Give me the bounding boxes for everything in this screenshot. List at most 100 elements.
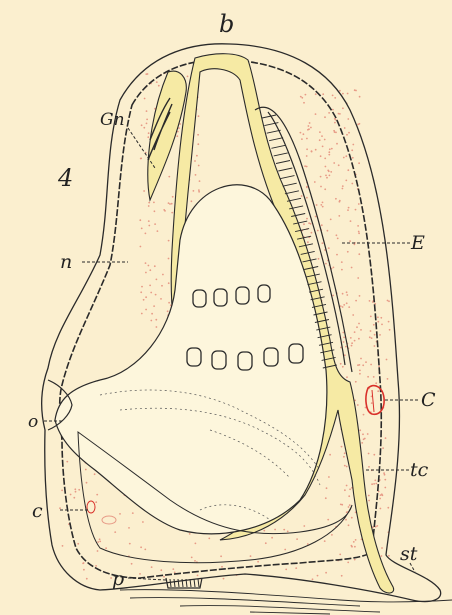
stipple-dot: [168, 258, 170, 260]
stipple-dot: [82, 563, 84, 565]
stipple-dot: [346, 294, 348, 296]
stipple-dot: [143, 127, 145, 129]
stipple-dot: [368, 495, 370, 497]
stipple-dot: [339, 200, 341, 202]
stipple-dot: [145, 272, 147, 274]
stipple-dot: [301, 97, 303, 99]
stipple-dot: [352, 157, 354, 159]
stipple-dot: [146, 119, 148, 121]
stipple-dot: [387, 507, 389, 509]
stipple-dot: [347, 209, 349, 211]
panel-number-label: 4: [57, 164, 73, 192]
stipple-dot: [148, 202, 150, 204]
stipple-dot: [142, 521, 144, 523]
stipple-dot: [149, 269, 151, 271]
stipple-dot: [345, 155, 347, 157]
stipple-dot: [357, 277, 359, 279]
stipple-dot: [148, 225, 150, 227]
stipple-dot: [325, 263, 327, 265]
stipple-dot: [307, 543, 309, 545]
stipple-dot: [374, 479, 376, 481]
stipple-dot: [303, 525, 305, 527]
stipple-dot: [320, 204, 322, 206]
stipple-dot: [348, 506, 350, 508]
stipple-dot: [347, 118, 349, 120]
stipple-dot: [158, 85, 160, 87]
stipple-dot: [318, 258, 320, 260]
stipple-dot: [143, 299, 145, 301]
stipple-dot: [389, 329, 391, 331]
stipple-dot: [70, 494, 72, 496]
stipple-dot: [354, 559, 356, 561]
stipple-dot: [347, 93, 349, 95]
stipple-dot: [358, 253, 360, 255]
stipple-dot: [377, 321, 379, 323]
stipple-dot: [326, 487, 328, 489]
stipple-dot: [317, 575, 319, 577]
stipple-dot: [324, 158, 326, 160]
stipple-dot: [373, 376, 375, 378]
stipple-dot: [357, 404, 359, 406]
stipple-dot: [326, 177, 328, 179]
stipple-dot: [195, 174, 197, 176]
stipple-dot: [346, 511, 348, 513]
stipple-dot: [347, 562, 349, 564]
stipple-dot: [303, 102, 305, 104]
stipple-dot: [306, 138, 308, 140]
stipple-dot: [198, 115, 200, 117]
stipple-dot: [380, 317, 382, 319]
label-C: C: [421, 389, 436, 411]
stipple-dot: [329, 175, 331, 177]
stipple-dot: [345, 346, 347, 348]
stipple-dot: [351, 345, 353, 347]
stipple-dot: [344, 127, 346, 129]
stipple-dot: [346, 302, 348, 304]
stipple-dot: [363, 438, 365, 440]
stipple-dot: [330, 171, 332, 173]
stipple-dot: [371, 337, 373, 339]
stipple-dot: [168, 176, 170, 178]
stipple-dot: [382, 447, 384, 449]
stipple-dot: [374, 303, 376, 305]
stipple-dot: [284, 549, 286, 551]
stipple-dot: [384, 487, 386, 489]
stipple-dot: [319, 139, 321, 141]
stipple-dot: [189, 533, 191, 535]
stipple-dot: [169, 203, 171, 205]
stipple-dot: [105, 547, 107, 549]
stipple-dot: [355, 300, 357, 302]
stipple-dot: [140, 291, 142, 293]
stipple-dot: [78, 489, 80, 491]
stipple-dot: [341, 446, 343, 448]
stipple-dot: [342, 366, 344, 368]
stipple-dot: [342, 293, 344, 295]
stipple-dot: [114, 531, 116, 533]
stipple-dot: [342, 93, 344, 95]
stipple-dot: [306, 197, 308, 199]
stipple-dot: [85, 469, 87, 471]
stipple-dot: [384, 479, 386, 481]
stipple-dot: [257, 561, 259, 563]
stipple-dot: [311, 232, 313, 234]
stipple-dot: [360, 329, 362, 331]
stipple-dot: [308, 125, 310, 127]
stipple-dot: [378, 366, 380, 368]
stipple-dot: [141, 313, 143, 315]
stipple-dot: [172, 196, 174, 198]
stipple-dot: [197, 134, 199, 136]
stipple-dot: [66, 461, 68, 463]
stipple-dot: [336, 143, 338, 145]
stipple-dot: [195, 543, 197, 545]
stipple-dot: [221, 566, 223, 568]
stipple-dot: [344, 452, 346, 454]
stipple-dot: [381, 493, 383, 495]
stipple-dot: [332, 95, 334, 97]
stipple-dot: [131, 563, 133, 565]
stipple-dot: [351, 183, 353, 185]
stipple-dot: [367, 376, 369, 378]
stipple-dot: [340, 363, 342, 365]
stipple-dot: [346, 466, 348, 468]
stipple-dot: [325, 175, 327, 177]
stipple-dot: [83, 569, 85, 571]
stipple-dot: [145, 309, 147, 311]
